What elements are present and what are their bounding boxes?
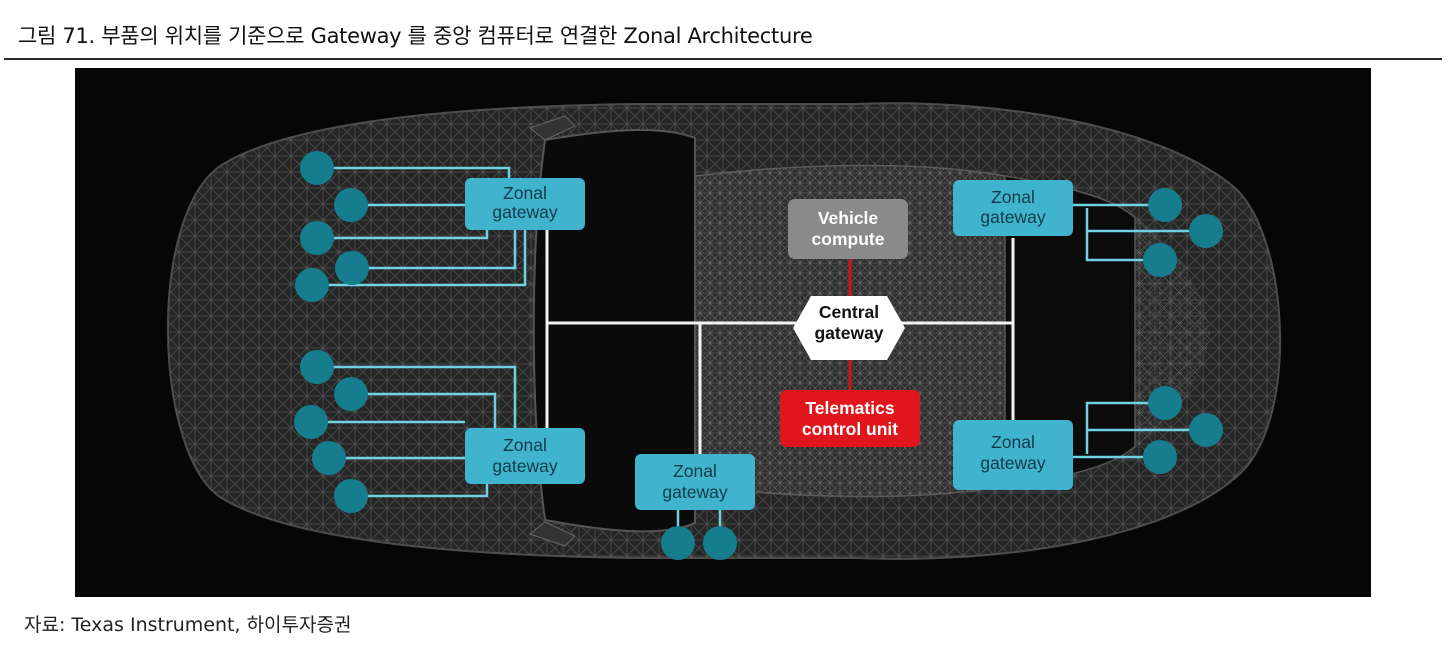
central-gateway-label-line2: gateway xyxy=(814,323,883,343)
zonal-gateway-label-line1: Zonal xyxy=(503,183,547,203)
zonal-gateway-rear-bottom: Zonal gateway xyxy=(953,420,1073,490)
zonal-gateway-rear-top: Zonal gateway xyxy=(953,180,1073,236)
node xyxy=(335,251,369,285)
zonal-gateway-label-line1: Zonal xyxy=(503,435,547,455)
node xyxy=(300,151,334,185)
zonal-gateway-label-line2: gateway xyxy=(980,453,1045,473)
nodes-front-top xyxy=(295,151,369,302)
nodes-front-bottom xyxy=(294,350,368,513)
zonal-gateway-front-bottom: Zonal gateway xyxy=(465,428,585,484)
node xyxy=(703,526,737,560)
zonal-gateway-label-line1: Zonal xyxy=(991,187,1035,207)
links-front-bottom xyxy=(311,365,517,498)
node xyxy=(334,479,368,513)
node xyxy=(295,268,329,302)
zonal-gateway-label-line2: gateway xyxy=(492,456,557,476)
backbone-links xyxy=(545,228,1015,456)
nodes-middle-bottom xyxy=(661,526,737,560)
node xyxy=(294,405,328,439)
node xyxy=(334,377,368,411)
zonal-gateway-middle-bottom: Zonal gateway xyxy=(635,454,755,510)
zonal-gateway-label-line1: Zonal xyxy=(673,461,717,481)
figure-title: 그림 71. 부품의 위치를 기준으로 Gateway 를 중앙 컴퓨터로 연결… xyxy=(18,24,813,48)
zonal-gateway-label-line2: gateway xyxy=(980,207,1045,227)
vehicle-compute-box: Vehicle compute xyxy=(788,199,908,259)
title-divider xyxy=(4,58,1442,60)
diagram-canvas: Zonal gateway Zonal gateway Zonal gatewa… xyxy=(75,68,1371,597)
zonal-gateway-label-line2: gateway xyxy=(492,202,557,222)
node xyxy=(1189,214,1223,248)
node xyxy=(1143,440,1177,474)
node xyxy=(300,350,334,384)
node xyxy=(1189,413,1223,447)
central-gateway-hexagon: Central gateway xyxy=(793,296,905,360)
node xyxy=(1143,243,1177,277)
node xyxy=(661,526,695,560)
central-gateway-label-line1: Central xyxy=(819,302,879,322)
node xyxy=(1148,386,1182,420)
telematics-label-line2: control unit xyxy=(802,419,898,439)
zonal-gateway-label-line1: Zonal xyxy=(991,432,1035,452)
node xyxy=(334,188,368,222)
zonal-gateway-front-top: Zonal gateway xyxy=(465,178,585,230)
vehicle-compute-label-line1: Vehicle xyxy=(818,208,879,228)
nodes-rear-bottom xyxy=(1143,386,1223,474)
node xyxy=(300,221,334,255)
node xyxy=(1148,188,1182,222)
node xyxy=(312,441,346,475)
nodes-rear-top xyxy=(1143,188,1223,277)
telematics-control-unit-box: Telematics control unit xyxy=(780,390,920,447)
source-note: 자료: Texas Instrument, 하이투자증권 xyxy=(24,614,352,636)
vehicle-compute-label-line2: compute xyxy=(812,229,885,249)
zonal-architecture-diagram: Zonal gateway Zonal gateway Zonal gatewa… xyxy=(75,68,1371,597)
zonal-gateway-label-line2: gateway xyxy=(662,482,727,502)
telematics-label-line1: Telematics xyxy=(805,398,894,418)
